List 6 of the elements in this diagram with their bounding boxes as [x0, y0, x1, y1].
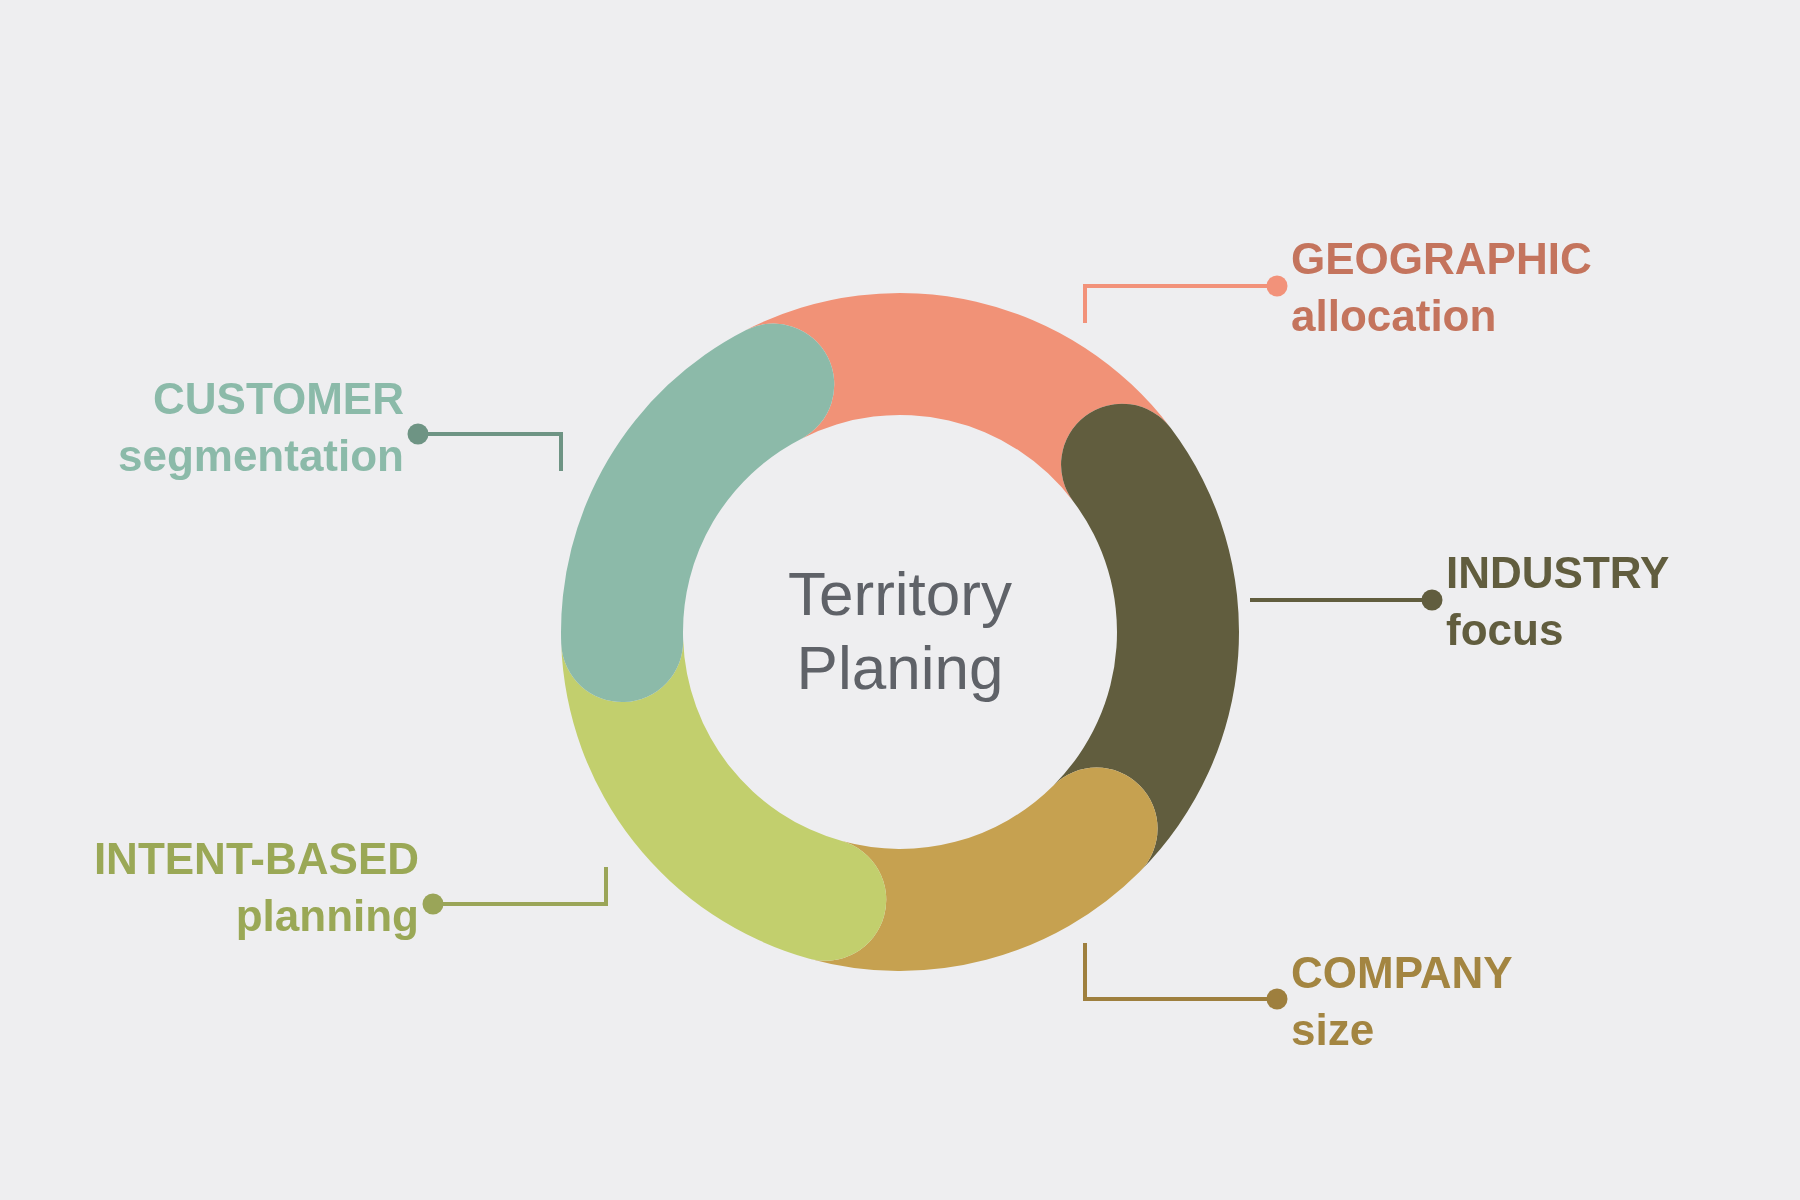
- callout-label: INTENT-BASED planning: [93, 830, 419, 944]
- callout-label: INDUSTRY focus: [1446, 544, 1670, 658]
- callout-label: COMPANY size: [1291, 944, 1513, 1058]
- center-title: Territory Planing: [788, 558, 1012, 704]
- callout-label: CUSTOMER segmentation: [117, 370, 404, 484]
- callout-label: GEOGRAPHIC allocation: [1291, 230, 1592, 344]
